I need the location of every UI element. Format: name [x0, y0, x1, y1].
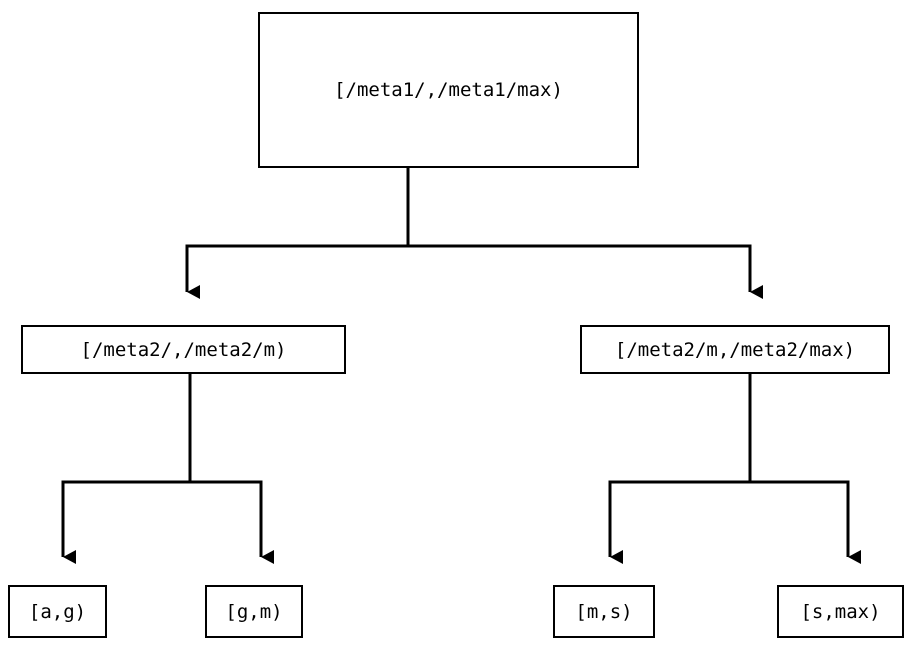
tree-node-leaf-a-g-label: [a,g): [28, 600, 87, 623]
tree-node-root[interactable]: [/meta1/,/meta1/max): [258, 12, 639, 168]
tree-node-leaf-s-max-label: [s,max): [800, 600, 881, 623]
tree-node-root-label: [/meta1/,/meta1/max): [334, 79, 563, 101]
tree-node-leaf-a-g[interactable]: [a,g): [8, 585, 107, 638]
tree-node-leaf-m-s-label: [m,s): [575, 600, 633, 623]
tree-node-leaf-m-s[interactable]: [m,s): [553, 585, 655, 638]
edge-mid-left-leaf-a-g: [61, 374, 192, 564]
edge-root-mid-right: [406, 168, 763, 299]
tree-node-leaf-g-m[interactable]: [g,m): [205, 585, 303, 638]
tree-node-leaf-s-max[interactable]: [s,max): [777, 585, 904, 638]
tree-node-leaf-g-m-label: [g,m): [225, 600, 283, 623]
tree-node-mid-left[interactable]: [/meta2/,/meta2/m): [21, 325, 346, 374]
edge-mid-right-leaf-s-max: [748, 374, 861, 564]
tree-node-mid-left-label: [/meta2/,/meta2/m): [80, 338, 287, 361]
edge-root-mid-left: [185, 168, 410, 299]
edge-mid-left-leaf-g-m: [188, 374, 274, 564]
tree-node-mid-right[interactable]: [/meta2/m,/meta2/max): [580, 325, 890, 374]
tree-node-mid-right-label: [/meta2/m,/meta2/max): [614, 338, 856, 361]
edge-mid-right-leaf-m-s: [608, 374, 752, 564]
